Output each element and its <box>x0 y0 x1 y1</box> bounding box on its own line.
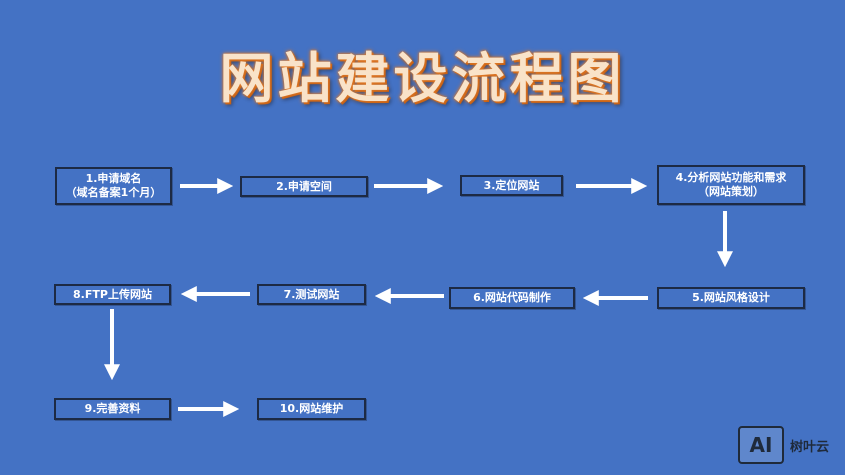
step-3-label: 3.定位网站 <box>483 178 540 192</box>
watermark-text: 树叶云 <box>790 439 830 455</box>
step-10-label: 10.网站维护 <box>279 402 344 415</box>
ai-logo-icon: AI <box>738 426 784 464</box>
step-3-box: 3.定位网站 <box>460 175 563 196</box>
step-8-box: 8.FTP上传网站 <box>54 284 171 305</box>
step-5-label: 5.网站风格设计 <box>692 291 770 304</box>
watermark-logo: AI 树叶云 <box>738 426 829 464</box>
step-5-box: 5.网站风格设计 <box>657 287 805 309</box>
step-2-box: 2.申请空间 <box>240 176 368 197</box>
step-10-box: 10.网站维护 <box>257 398 366 420</box>
step-4-label: 4.分析网站功能和需求 <box>675 171 787 184</box>
step-9-label: 9.完善资料 <box>84 402 141 415</box>
step-8-label: 8.FTP上传网站 <box>73 287 152 301</box>
step-4-box: 4.分析网站功能和需求 （网站策划） <box>657 165 805 205</box>
step-2-label: 2.申请空间 <box>276 179 332 193</box>
diagram-title: 网站建设流程图 <box>219 46 626 110</box>
step-7-label: 7.测试网站 <box>283 287 340 301</box>
step-6-label: 6.网站代码制作 <box>473 291 551 304</box>
step-4-sublabel: （网站策划） <box>698 185 764 198</box>
step-1-box: 1.申请域名 （域名备案1个月） <box>55 167 172 205</box>
step-6-box: 6.网站代码制作 <box>449 287 575 309</box>
step-1-sublabel: （域名备案1个月） <box>65 186 162 199</box>
step-9-box: 9.完善资料 <box>54 398 171 420</box>
step-1-label: 1.申请域名 <box>85 172 142 185</box>
step-7-box: 7.测试网站 <box>257 284 366 305</box>
